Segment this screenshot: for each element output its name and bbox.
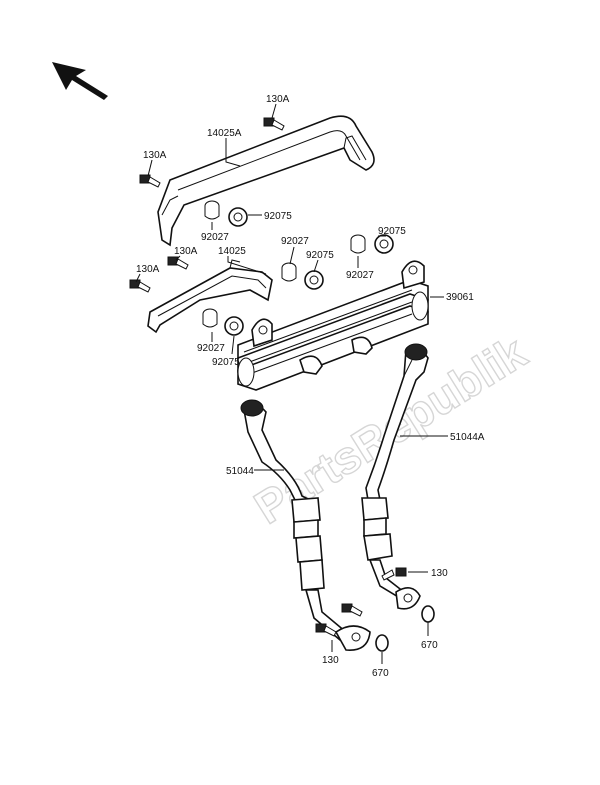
label-130a-left3: 130A <box>136 264 160 275</box>
label-92027-d: 92027 <box>197 343 225 354</box>
label-670-bottom: 670 <box>372 668 389 679</box>
hose-51044 <box>240 399 371 651</box>
bolt-130-right <box>381 567 407 581</box>
label-92027-a: 92027 <box>201 232 229 243</box>
grommet-92075-a <box>228 207 248 227</box>
label-670-right: 670 <box>421 640 438 651</box>
label-92027-b: 92027 <box>281 236 309 247</box>
grommet-92075-c <box>374 234 394 254</box>
bracket-14025 <box>147 259 273 334</box>
grommet-92075-b <box>304 270 324 290</box>
label-92075-c: 92075 <box>378 226 406 237</box>
grommet-92075-d <box>224 316 244 336</box>
bolt-130-bottom-a <box>341 603 363 617</box>
arrow-up-left-icon <box>52 62 108 100</box>
label-39061: 39061 <box>446 292 474 303</box>
collar-92027-d <box>202 308 218 328</box>
o-ring-670-right <box>421 605 435 623</box>
label-92027-c: 92027 <box>346 270 374 281</box>
leader-lines <box>135 103 448 664</box>
collar-92027-a <box>204 200 220 220</box>
label-130a-left2: 130A <box>174 246 198 257</box>
bolt-130a-top <box>263 117 285 131</box>
label-51044a: 51044A <box>450 432 485 443</box>
label-130-right: 130 <box>431 568 448 579</box>
label-130a-left1: 130A <box>143 150 167 161</box>
label-14025: 14025 <box>218 246 246 257</box>
label-130a-top: 130A <box>266 94 290 105</box>
bolt-130a-left1 <box>139 174 161 188</box>
collar-92027-b <box>281 262 297 282</box>
bracket-14025a <box>157 115 375 247</box>
bolt-130a-left2 <box>167 256 189 270</box>
bolt-130a-left3 <box>129 279 151 293</box>
label-92075-a: 92075 <box>264 211 292 222</box>
label-92075-b: 92075 <box>306 250 334 261</box>
label-51044: 51044 <box>226 466 254 477</box>
bolt-130-bottom-b <box>315 623 337 637</box>
collar-92027-c <box>350 234 366 254</box>
oil-cooler <box>237 260 429 391</box>
label-92075-d: 92075 <box>212 357 240 368</box>
label-14025a: 14025A <box>207 128 242 139</box>
label-130-bottom: 130 <box>322 655 339 666</box>
o-ring-670-bottom <box>375 634 389 652</box>
